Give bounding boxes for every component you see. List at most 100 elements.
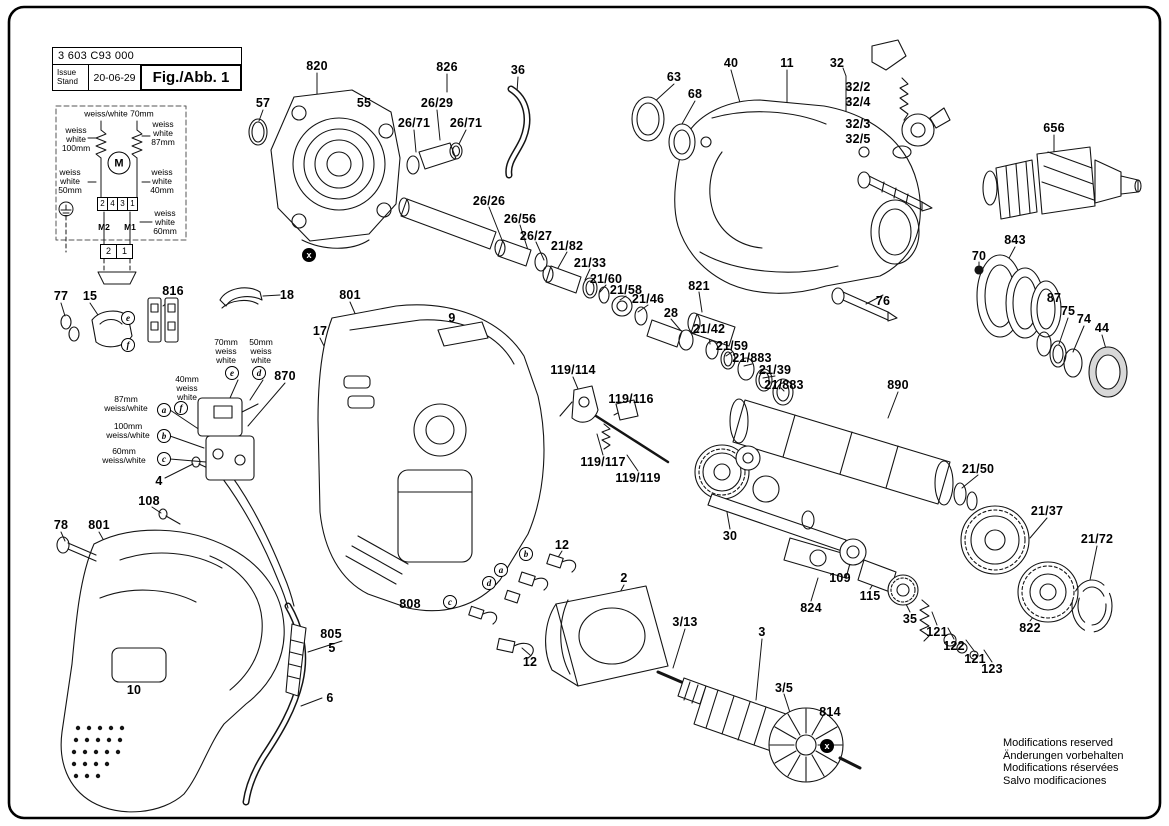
issue-label-en: Issue <box>57 68 77 77</box>
part-callout-74: 74 <box>1076 312 1092 326</box>
part-callout-3-5: 3/5 <box>775 681 793 695</box>
part-callout-6: 6 <box>326 691 334 705</box>
ring-gear-21-37 <box>960 505 1030 575</box>
motor-terminal-label-M1: M1 <box>124 222 136 232</box>
part-callout-30: 30 <box>722 529 738 543</box>
handle-housing-801 <box>60 529 285 813</box>
part-callout-2: 2 <box>620 571 628 585</box>
part-callout-87: 87 <box>1046 291 1062 305</box>
wire-length-label: 40mm weiss white <box>175 374 199 403</box>
screw-78 <box>56 536 97 562</box>
footer-note: Änderungen vorbehalten <box>1003 749 1124 762</box>
cylinder-sleeve <box>398 197 497 250</box>
part-callout-76: 76 <box>875 294 891 308</box>
armature-3 <box>656 670 862 783</box>
page-border <box>7 5 1162 820</box>
part-callout-808: 808 <box>399 597 421 611</box>
part-callout-28: 28 <box>663 306 679 320</box>
ball-70 <box>974 265 984 275</box>
screw-76 <box>831 287 898 322</box>
terminal-marker-b: b <box>157 429 171 443</box>
part-callout-21-60: 21/60 <box>589 272 623 286</box>
part-callout-26-56: 26/56 <box>503 212 537 226</box>
part-number: 3 603 C93 000 <box>53 48 241 65</box>
schematic-wire-label: weiss white 60mm <box>153 208 177 237</box>
switch-870 <box>197 397 259 481</box>
hammer-tube-890 <box>729 398 978 511</box>
part-callout-12: 12 <box>522 655 538 669</box>
part-callout-26-26: 26/26 <box>472 194 506 208</box>
schematic-wire-label: weiss white 50mm <box>58 167 82 196</box>
terminal-marker-b: b <box>519 547 533 561</box>
rings-87-75-74 <box>1036 331 1083 378</box>
part-callout-70: 70 <box>971 249 987 263</box>
plug-terminal-1: 1 <box>116 244 133 259</box>
part-callout-77: 77 <box>53 289 69 303</box>
terminal-marker-f: f <box>174 401 188 415</box>
strain-relief-5 <box>285 623 307 697</box>
cap-44 <box>1088 346 1128 398</box>
motor-symbol: M <box>107 151 131 175</box>
wire-length-label: 87mm weiss/white <box>104 393 148 413</box>
part-callout-21-82: 21/82 <box>550 239 584 253</box>
title-block: 3 603 C93 000 Issue Stand 20-06-29 Fig./… <box>52 47 242 91</box>
part-callout-32-4: 32/4 <box>845 95 871 109</box>
part-callout-119-114: 119/114 <box>550 363 596 377</box>
wire-length-label: 60mm weiss/white <box>102 445 146 465</box>
part-callout-21-883: 21/883 <box>732 351 772 365</box>
part-callout-870: 870 <box>274 369 296 383</box>
terminal-marker-d: d <box>252 366 266 380</box>
part-callout-35: 35 <box>902 612 918 626</box>
part-callout-36: 36 <box>510 63 526 77</box>
lever-parts-119 <box>559 385 670 464</box>
part-callout-801: 801 <box>339 288 361 302</box>
field-stator-2 <box>545 585 669 687</box>
terminal-marker-d: d <box>482 576 496 590</box>
terminal-marker-a: a <box>157 403 171 417</box>
terminal-marker-c: c <box>157 452 171 466</box>
part-callout-656: 656 <box>1043 121 1065 135</box>
retainer-band-36 <box>505 85 531 179</box>
part-callout-55: 55 <box>356 96 372 110</box>
part-callout-10: 10 <box>126 683 142 697</box>
part-callout-123: 123 <box>981 662 1003 676</box>
vent-holes <box>71 725 125 779</box>
part-callout-32: 32 <box>829 56 845 70</box>
barrel-sleeve-821 <box>687 312 794 406</box>
part-callout-21-50: 21/50 <box>961 462 995 476</box>
part-callout-805: 805 <box>320 627 342 641</box>
terminal-marker-f: f <box>121 338 135 352</box>
wiring-schematic <box>55 105 187 285</box>
pin-parts-826 <box>406 142 463 175</box>
part-callout-12: 12 <box>554 538 570 552</box>
terminal-1: 1 <box>127 197 138 211</box>
part-callout-21-33: 21/33 <box>573 256 607 270</box>
part-callout-820: 820 <box>306 59 328 73</box>
terminal-marker-a: a <box>494 563 508 577</box>
part-callout-18: 18 <box>279 288 295 302</box>
part-callout-32-5: 32/5 <box>845 132 871 146</box>
motor-terminal-label-M2: M2 <box>98 222 110 232</box>
part-callout-44: 44 <box>1094 321 1110 335</box>
motor-housing-11 <box>674 99 921 294</box>
plate-9 <box>437 321 489 347</box>
ground-symbol-icon <box>58 201 74 217</box>
footer-note: Modifications reserved <box>1003 737 1114 749</box>
part-callout-890: 890 <box>887 378 909 392</box>
wire-length-label: 70mm weiss white <box>214 337 238 366</box>
carbon-brush-parts <box>468 553 577 659</box>
schematic-top-label: weiss/white 70mm <box>84 108 154 119</box>
part-callout-115: 115 <box>859 589 881 603</box>
mode-selector-32 <box>871 39 951 159</box>
o-ring-63 <box>631 96 665 142</box>
part-callout-26-71: 26/71 <box>397 116 431 130</box>
part-callout-26-27: 26/27 <box>519 229 553 243</box>
assembly-mark-icon: x <box>302 248 316 262</box>
brush-holder-parts <box>60 297 179 348</box>
schematic-wire-label: weiss white 40mm <box>150 167 174 196</box>
part-callout-119-119: 119/119 <box>615 471 661 485</box>
issue-date: 20-06-29 <box>89 65 141 90</box>
terminal-marker-e: e <box>225 366 239 380</box>
